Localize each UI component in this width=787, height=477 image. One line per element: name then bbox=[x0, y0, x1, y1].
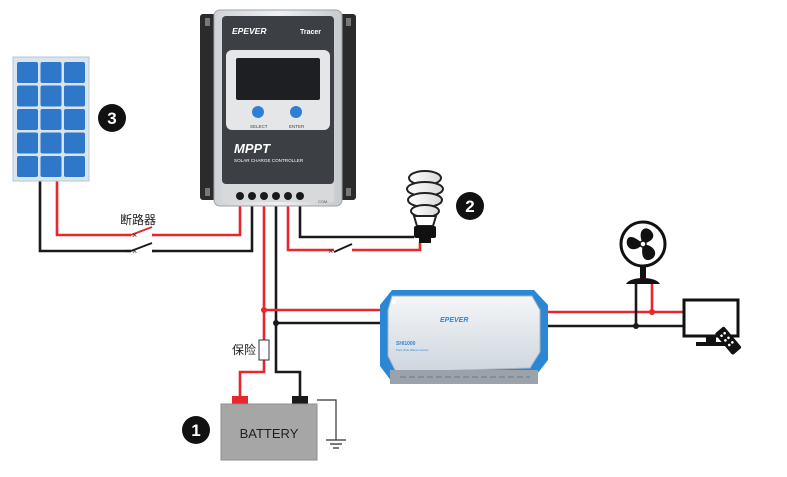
panel-cell bbox=[40, 132, 62, 154]
panel-cell bbox=[40, 85, 62, 107]
terminal-screw bbox=[248, 192, 256, 200]
fan-icon bbox=[619, 220, 667, 284]
lcd-screen bbox=[236, 58, 320, 100]
svg-text:×: × bbox=[132, 230, 137, 240]
lamp-number: 2 bbox=[465, 197, 474, 216]
terminal-screw bbox=[236, 192, 244, 200]
terminal-screw bbox=[260, 192, 268, 200]
tv-icon bbox=[682, 298, 742, 355]
enter-label: ENTER bbox=[289, 124, 305, 129]
panel-cell bbox=[64, 156, 85, 177]
controller-subtitle: SOLAR CHARGE CONTROLLER bbox=[234, 158, 304, 163]
junction-dot bbox=[261, 307, 267, 313]
ground-icon bbox=[326, 439, 346, 449]
junction-dot bbox=[273, 320, 279, 326]
inverter-model: SHI1000 bbox=[396, 341, 416, 347]
inverter: EPEVER SHI1000 Pure Sine Wave Inverter bbox=[380, 290, 548, 384]
panel-cell bbox=[64, 132, 85, 154]
panel-cell bbox=[40, 156, 62, 177]
pv-breaker: × × bbox=[126, 226, 156, 258]
load-breaker: × bbox=[328, 243, 356, 256]
controller-brand: EPEVER bbox=[232, 26, 267, 36]
panel-cell bbox=[17, 85, 38, 107]
lamp-number-badge: 2 bbox=[456, 192, 484, 220]
panel-cell bbox=[17, 109, 38, 130]
battery-label: BATTERY bbox=[240, 426, 299, 441]
panel-cell bbox=[17, 132, 38, 154]
junction-dot bbox=[649, 309, 655, 315]
panel-cell bbox=[64, 109, 85, 130]
svg-text:×: × bbox=[328, 246, 333, 256]
select-label: SELECT bbox=[250, 124, 268, 129]
panel-cell bbox=[40, 109, 62, 130]
terminal-screw bbox=[284, 192, 292, 200]
load-positive-wire bbox=[286, 200, 422, 252]
panel-cell bbox=[64, 62, 85, 83]
breaker-label: 断路器 bbox=[120, 212, 156, 227]
load-negative-wire bbox=[298, 200, 414, 239]
fuse-label: 保险 bbox=[232, 342, 256, 357]
controller-tech: MPPT bbox=[234, 141, 271, 156]
battery-positive-wire bbox=[238, 200, 266, 398]
panel-cell bbox=[40, 62, 62, 83]
battery: BATTERY bbox=[220, 396, 318, 461]
panel-number: 3 bbox=[107, 109, 116, 128]
com-label: COM bbox=[318, 199, 327, 204]
inverter-subtitle: Pure Sine Wave Inverter bbox=[396, 348, 429, 352]
panel-cell bbox=[17, 156, 38, 177]
charge-controller: EPEVER Tracer SELECT ENTER MPPT SOLAR CH… bbox=[200, 9, 356, 207]
select-button[interactable] bbox=[252, 106, 264, 118]
solar-panel-icon bbox=[12, 56, 90, 182]
panel-cell bbox=[17, 62, 38, 83]
svg-text:×: × bbox=[132, 246, 137, 256]
terminal-screw bbox=[272, 192, 280, 200]
battery-number-badge: 1 bbox=[182, 416, 210, 444]
inverter-brand: EPEVER bbox=[440, 317, 468, 324]
junction-dot bbox=[633, 323, 639, 329]
panel-cell bbox=[64, 85, 85, 107]
enter-button[interactable] bbox=[290, 106, 302, 118]
fuse bbox=[258, 339, 270, 361]
controller-model: Tracer bbox=[300, 29, 321, 36]
battery-number: 1 bbox=[191, 421, 200, 440]
lamp-bulb-icon bbox=[406, 170, 444, 243]
battery-negative-wire bbox=[274, 200, 302, 398]
ground-wire bbox=[317, 399, 337, 440]
wires bbox=[38, 180, 684, 440]
terminal-screw bbox=[296, 192, 304, 200]
panel-number-badge: 3 bbox=[98, 104, 126, 132]
